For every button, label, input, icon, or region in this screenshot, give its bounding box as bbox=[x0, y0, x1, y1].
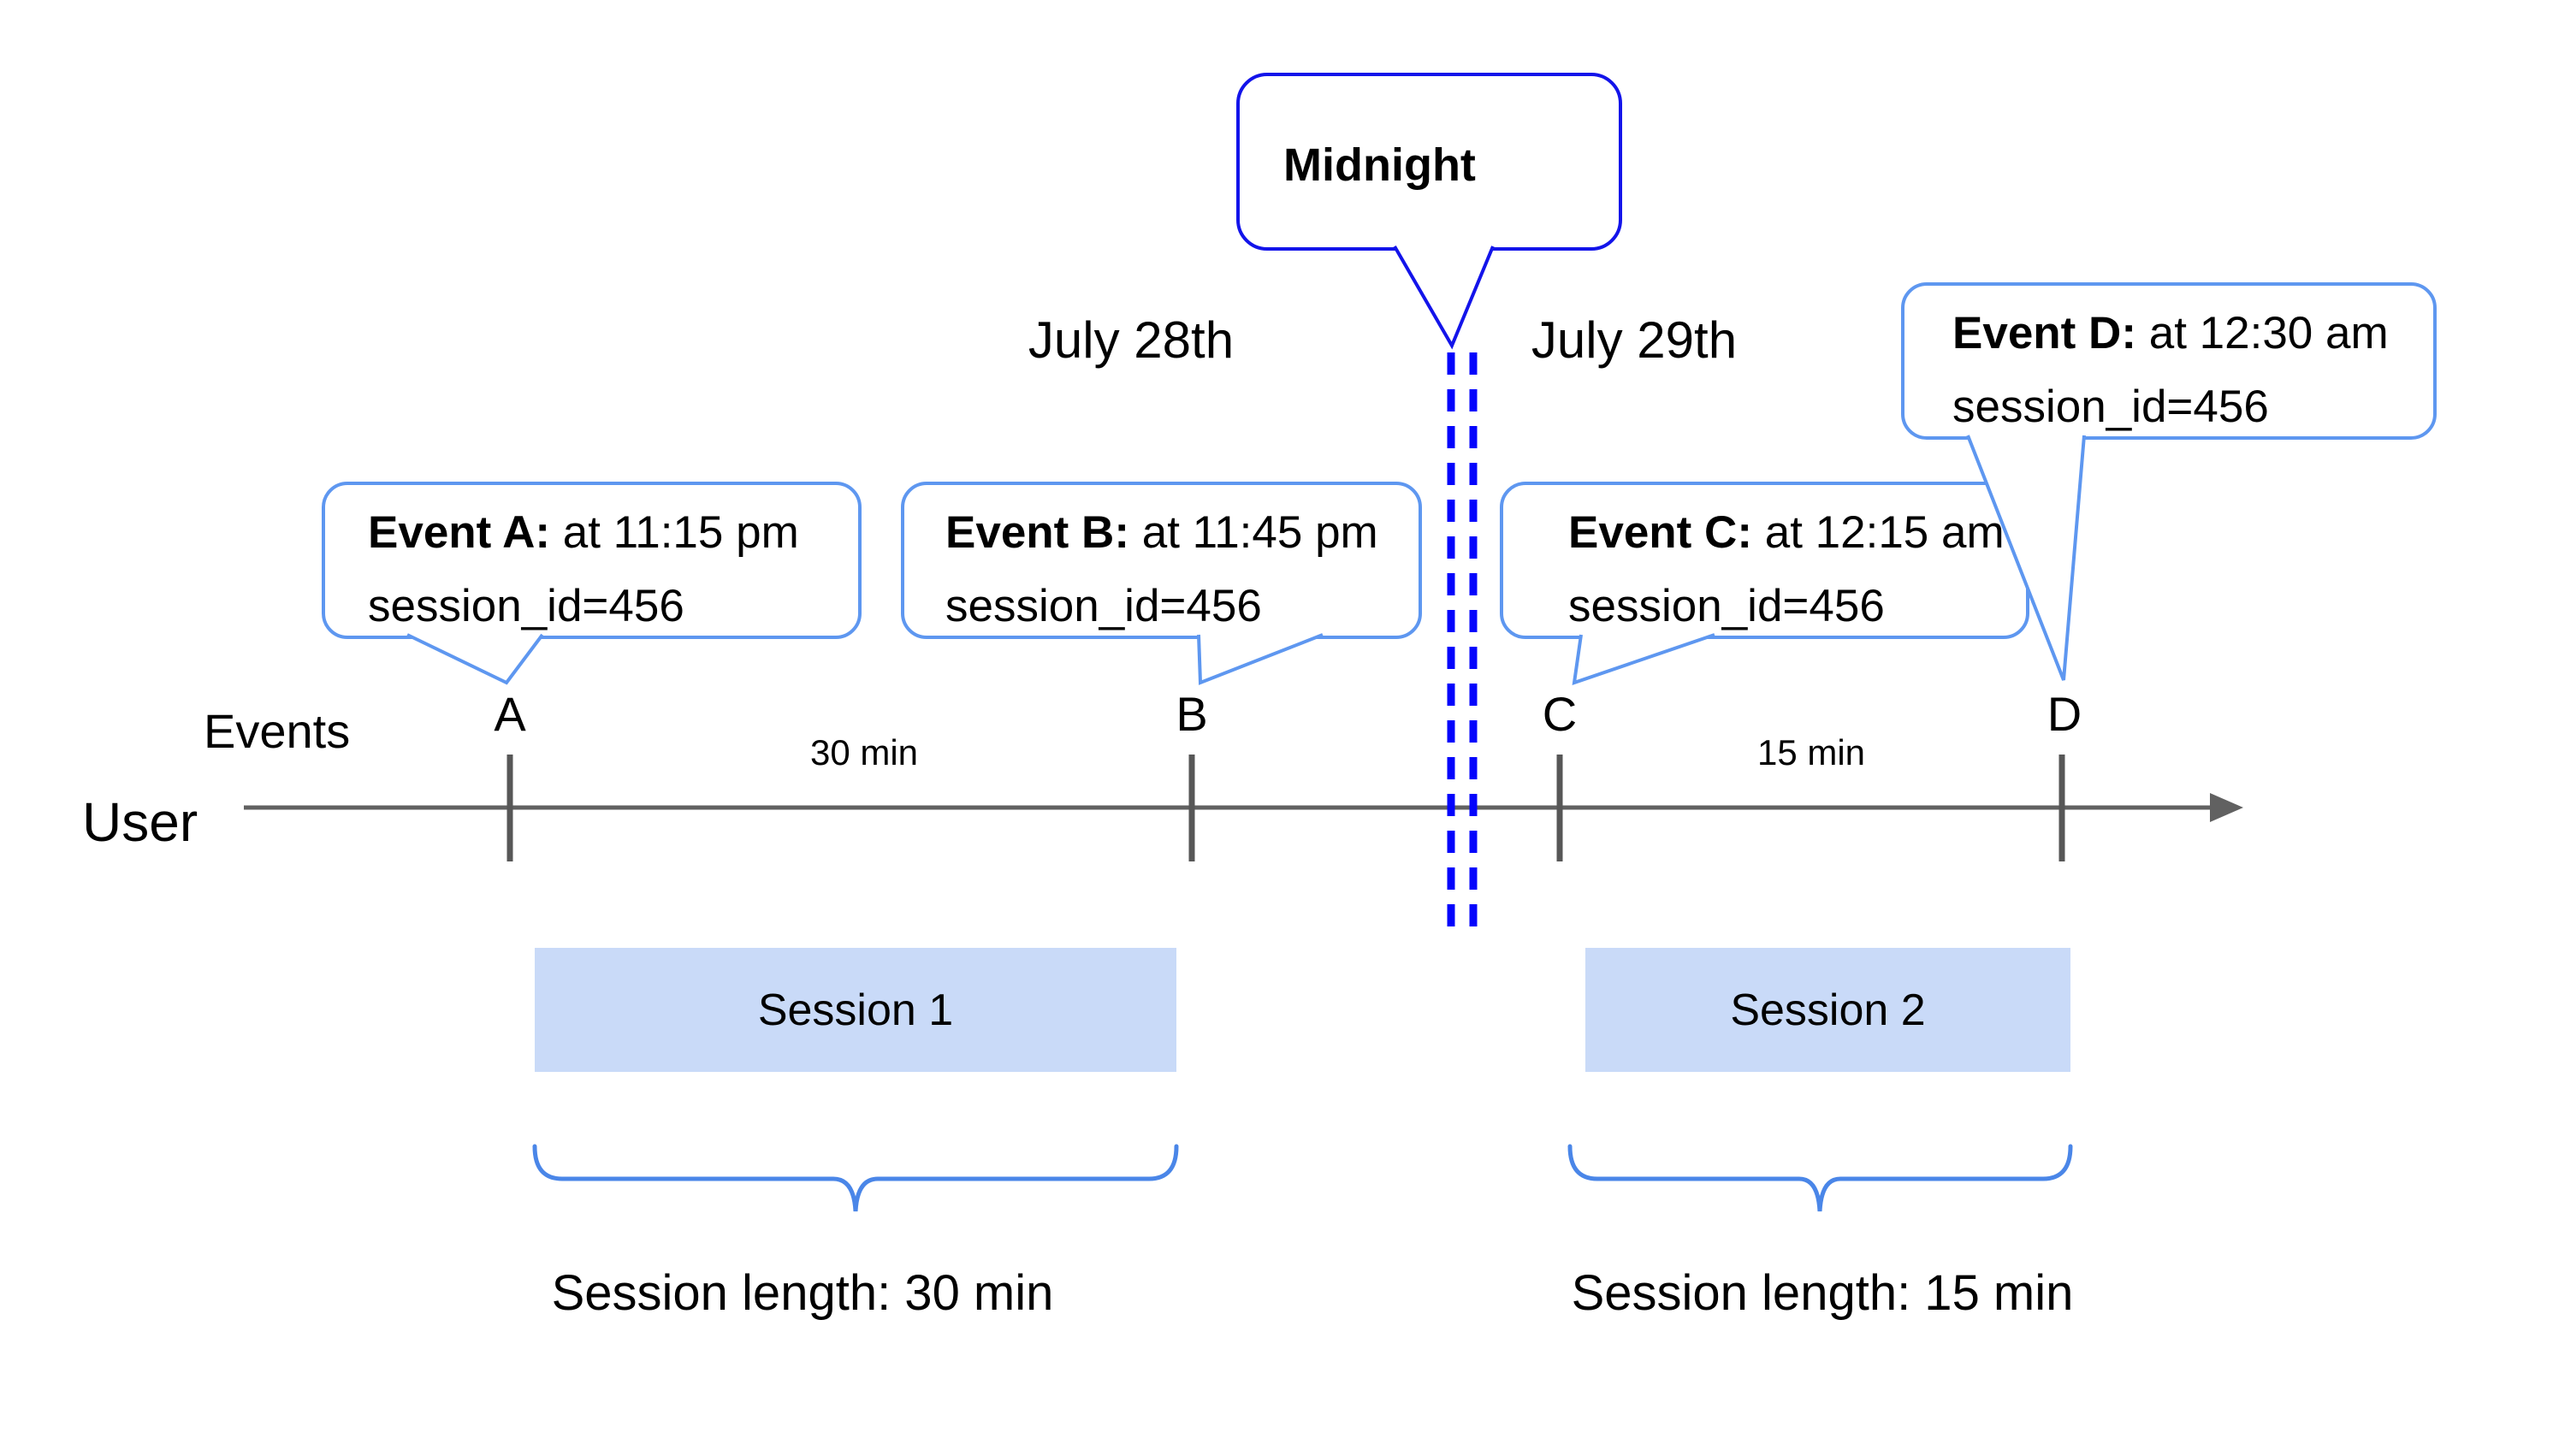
session-1-box: Session 1 bbox=[535, 948, 1176, 1072]
event-c-callout: Event C: at 12:15 am session_id=456 bbox=[1568, 496, 2005, 643]
event-c-bubble-tail bbox=[1572, 633, 1715, 685]
event-b-bubble bbox=[901, 482, 1422, 639]
event-a-callout: Event A: at 11:15 pm session_id=456 bbox=[368, 496, 799, 643]
event-d-line2: session_id=456 bbox=[1952, 382, 2269, 432]
session-2-box: Session 2 bbox=[1585, 948, 2070, 1072]
event-c-line1: Event C: at 12:15 am bbox=[1568, 507, 2005, 558]
tick-letter-c: C bbox=[1542, 687, 1578, 741]
timeline-arrowhead-icon bbox=[2210, 793, 2243, 822]
tick-letter-a: A bbox=[494, 687, 526, 741]
session-1-label: Session 1 bbox=[757, 985, 954, 1035]
event-a-bubble bbox=[322, 482, 862, 639]
tick-letter-b: B bbox=[1176, 687, 1208, 741]
event-a-line1: Event A: at 11:15 pm bbox=[368, 507, 799, 558]
event-a-bubble-tail bbox=[406, 633, 544, 685]
event-b-bubble-tail bbox=[1197, 633, 1324, 685]
user-axis-label: User bbox=[82, 791, 198, 853]
session-2-length-label: Session length: 15 min bbox=[1571, 1265, 2074, 1321]
event-a-line2: session_id=456 bbox=[368, 581, 684, 631]
interval-30min-label: 30 min bbox=[809, 732, 919, 772]
tick-letter-d: D bbox=[2047, 687, 2082, 741]
event-d-callout: Event D: at 12:30 am session_id=456 bbox=[1952, 297, 2389, 444]
session-1-brace bbox=[532, 1144, 1179, 1212]
event-b-line2: session_id=456 bbox=[945, 581, 1262, 631]
session-2-brace bbox=[1567, 1144, 2073, 1212]
events-axis-label: Events bbox=[204, 704, 351, 758]
event-c-line2: session_id=456 bbox=[1568, 581, 1885, 631]
event-d-bubble bbox=[1901, 282, 2437, 440]
event-b-callout: Event B: at 11:45 pm session_id=456 bbox=[945, 496, 1378, 643]
midnight-bubble-tail bbox=[1393, 245, 1495, 350]
event-d-line1: Event D: at 12:30 am bbox=[1952, 308, 2389, 358]
event-d-bubble-tail bbox=[1966, 435, 2086, 681]
session-2-label: Session 2 bbox=[1730, 985, 1926, 1035]
event-b-line1: Event B: at 11:45 pm bbox=[945, 507, 1378, 558]
date-july-29: July 29th bbox=[1531, 311, 1738, 369]
interval-15min-label: 15 min bbox=[1756, 732, 1866, 772]
date-july-28: July 28th bbox=[1028, 311, 1235, 369]
midnight-label: Midnight bbox=[1283, 139, 1476, 191]
session-1-length-label: Session length: 30 min bbox=[551, 1265, 1054, 1321]
